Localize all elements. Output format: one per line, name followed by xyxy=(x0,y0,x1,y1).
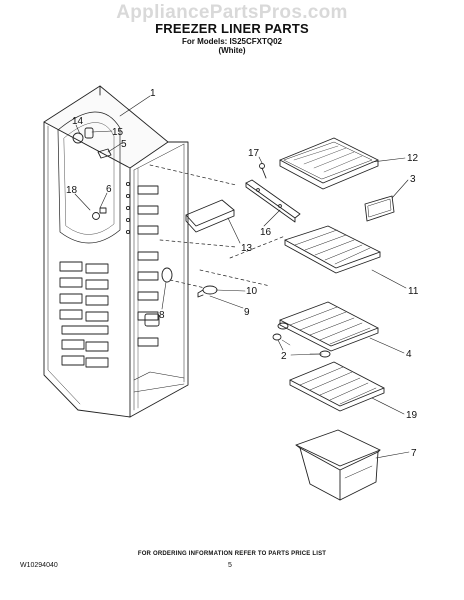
watermark: AppliancePartsPros.com xyxy=(116,2,348,23)
part-13-cover xyxy=(185,199,235,233)
callout-8: 8 xyxy=(159,310,165,321)
callout-19: 19 xyxy=(406,410,418,421)
callout-7: 7 xyxy=(411,448,417,459)
part-12-shelf-frame xyxy=(279,137,379,190)
callout-16: 16 xyxy=(260,227,272,238)
document-number: W10294040 xyxy=(20,562,58,569)
page-title: FREEZER LINER PARTS xyxy=(155,21,309,36)
part-4-wire-shelf xyxy=(277,301,379,352)
callout-6: 6 xyxy=(106,184,112,195)
callout-10: 10 xyxy=(246,286,258,297)
callout-13: 13 xyxy=(241,243,253,254)
part-8-latch xyxy=(144,313,160,327)
part-19-wire-shelf xyxy=(289,361,385,412)
callout-2: 2 xyxy=(281,351,287,362)
callout-12: 12 xyxy=(407,153,419,164)
callout-14: 14 xyxy=(72,116,84,127)
freezer-liner xyxy=(43,85,189,418)
part-3-shelf-trim xyxy=(364,195,395,222)
callout-11: 11 xyxy=(408,286,419,297)
page-number: 5 xyxy=(228,562,232,569)
callout-4: 4 xyxy=(406,349,412,360)
callout-5: 5 xyxy=(121,139,127,150)
model-line: For Models: IS25CFXTQ02 xyxy=(181,37,283,46)
part-11-wire-shelf xyxy=(284,225,381,274)
part-16-rail xyxy=(245,163,301,223)
callout-9: 9 xyxy=(244,307,250,318)
part-7-bin xyxy=(295,429,381,501)
callout-1: 1 xyxy=(150,88,156,99)
color-line: (White) xyxy=(218,46,246,55)
callout-15: 15 xyxy=(112,127,124,138)
callout-17: 17 xyxy=(248,148,260,159)
callout-3: 3 xyxy=(410,174,416,185)
callout-18: 18 xyxy=(66,185,78,196)
ordering-note: FOR ORDERING INFORMATION REFER TO PARTS … xyxy=(137,551,327,557)
